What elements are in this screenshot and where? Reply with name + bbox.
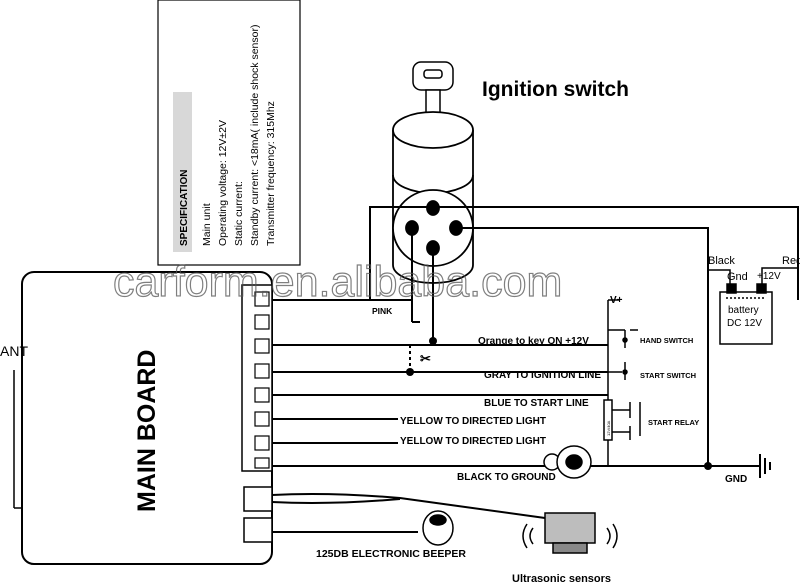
spec-line-2: Operating voltage: 12V±2V [217, 120, 229, 246]
gnd-terminal-label: Gnd [727, 271, 748, 283]
start-switch-icon [608, 362, 628, 380]
spec-line-1: Main unit [201, 203, 213, 246]
spec-line-3: Static current: [233, 181, 245, 246]
watermark: carform.en.alibaba.com [113, 258, 562, 306]
main-board: MAIN BOARD [21, 271, 273, 565]
ground-junction [704, 462, 712, 470]
black-lead-label: Black [708, 255, 735, 267]
cut-mark-icon: ✂ [420, 351, 431, 366]
start-relay-icon [603, 399, 641, 441]
gnd-label: GND [725, 474, 747, 485]
orange-wire [272, 255, 608, 372]
main-board-label: MAIN BOARD [133, 350, 161, 513]
red-lead-label: Red [782, 255, 800, 267]
battery-leads [707, 265, 798, 284]
battery-label-2: DC 12V [727, 318, 762, 329]
start-switch-label: START SWITCH [640, 371, 696, 380]
beeper-icon [422, 510, 454, 546]
plus-terminal-label: +12V [757, 271, 781, 282]
orange-wire-label: Orange to key ON +12V [478, 336, 589, 347]
spec-line-5: Transmitter frequency: 315Mhz [265, 101, 277, 246]
spec-heading: SPECIFICATION [179, 170, 190, 246]
relay-tag: 12V/40A [606, 420, 611, 436]
pink-wire-label: PINK [372, 306, 393, 316]
power-loop-wire [369, 206, 799, 468]
beeper-cable [271, 493, 546, 533]
antenna-wire [13, 370, 22, 509]
ground-bolt-icon [543, 445, 592, 479]
specification-card: SPECIFICATION Main unit Operating voltag… [157, 0, 301, 266]
yellow-wire-2-label: YELLOW TO DIRECTED LIGHT [400, 436, 546, 447]
battery-label-1: battery [728, 305, 759, 316]
beeper-label: 125DB ELECTRONIC BEEPER [316, 548, 466, 560]
hand-switch-icon [608, 329, 638, 348]
ant-label: ANT [0, 343, 28, 359]
spec-line-4: Standby current: <18mA( include shock se… [249, 25, 261, 246]
gray-wire-label: GRAY TO IGNITION LINE [484, 370, 601, 381]
switch-bus [607, 299, 620, 466]
start-relay-label: START RELAY [648, 418, 699, 427]
hand-switch-label: HAND SWITCH [640, 336, 693, 345]
diagram-title: Ignition switch [482, 78, 629, 101]
black-wire-label: BLACK TO GROUND [457, 472, 556, 483]
ultrasonic-sensor-icon [522, 512, 618, 554]
vplus-label: V+ [610, 295, 623, 306]
pink-wire [272, 228, 420, 323]
ground-symbol-icon [759, 454, 771, 478]
blue-wire-label: BLUE TO START LINE [484, 398, 589, 409]
yellow-wire-1-label: YELLOW TO DIRECTED LIGHT [400, 416, 546, 427]
gray-junction [406, 368, 414, 376]
orange-junction [429, 337, 437, 345]
sensors-label: Ultrasonic sensors [512, 573, 611, 585]
